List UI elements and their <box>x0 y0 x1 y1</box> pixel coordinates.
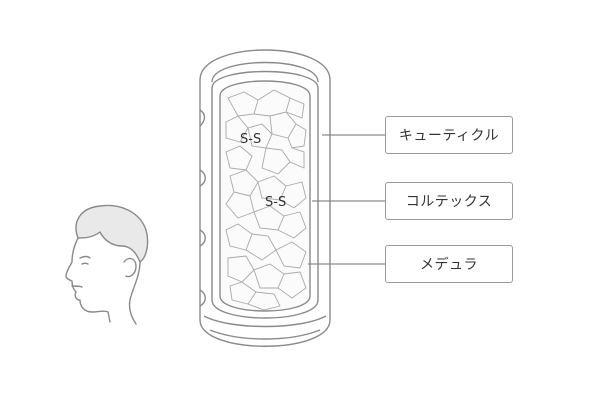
human-head-profile-icon <box>65 204 149 325</box>
medulla-label: メデュラ <box>420 257 478 273</box>
cortex-cell-texture <box>225 89 307 311</box>
disulfide-bond-label: S-S <box>265 195 287 210</box>
cuticle-label: キューティクル <box>398 128 500 144</box>
disulfide-bond-label: S-S <box>240 132 262 147</box>
cortex-layer <box>211 70 319 319</box>
cuticle-label-box: キューティクル <box>385 116 513 154</box>
cortex-label: コルテックス <box>405 194 493 210</box>
cortex-label-box: コルテックス <box>385 182 513 220</box>
medulla-label-box: メデュラ <box>385 245 513 283</box>
leader-lines <box>308 134 385 265</box>
